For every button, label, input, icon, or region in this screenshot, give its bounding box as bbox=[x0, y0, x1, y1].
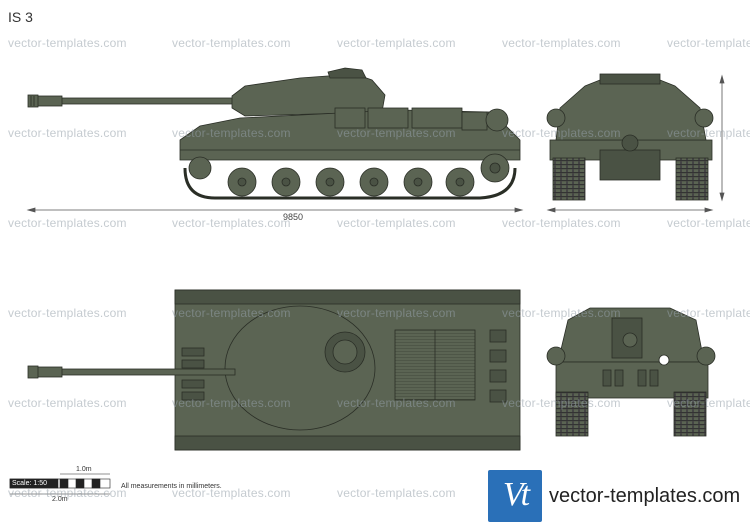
top-view bbox=[27, 289, 521, 451]
site-name-link[interactable]: vector-templates.com bbox=[549, 485, 741, 507]
scale-label: Scale: 1:50 bbox=[12, 480, 48, 487]
scale-bar bbox=[9, 473, 111, 495]
front-view bbox=[546, 73, 714, 201]
length-dimension-label: 9850 bbox=[283, 212, 304, 222]
scale-top-unit: 1.0m bbox=[76, 466, 92, 473]
logo-letters: Vt bbox=[502, 476, 530, 513]
scale-bottom-unit: 2.0m bbox=[52, 496, 68, 503]
measurement-note: All measurements in millimeters. bbox=[121, 483, 222, 490]
vt-logo-icon[interactable]: Vt bbox=[488, 470, 542, 522]
rear-view bbox=[546, 307, 716, 437]
page-title: IS 3 bbox=[8, 9, 33, 25]
side-view bbox=[27, 67, 521, 200]
length-dimension bbox=[26, 74, 725, 213]
